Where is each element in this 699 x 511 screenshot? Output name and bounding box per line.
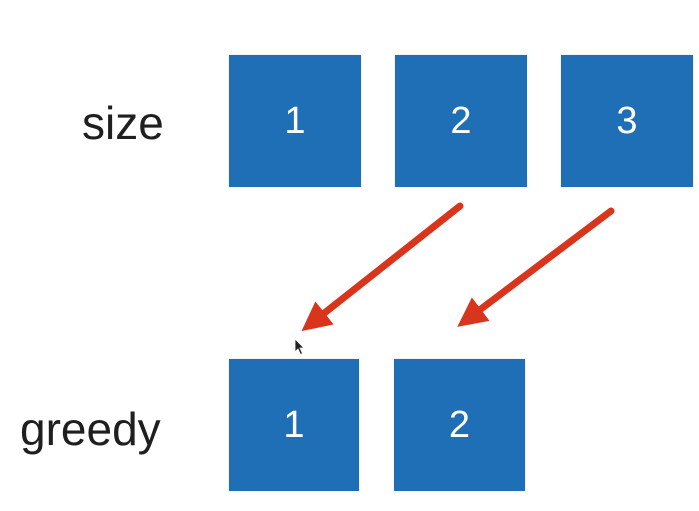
greedy-box-1: 1: [229, 359, 359, 491]
arrow-size3-to-greedy2: [457, 207, 615, 327]
row-label-greedy: greedy: [20, 403, 161, 455]
size-box-1: 1: [229, 55, 361, 187]
size-box-3: 3: [561, 55, 693, 187]
greedy-box-2: 2: [394, 359, 525, 491]
mouse-pointer-icon: [294, 338, 305, 356]
size-box-2: 2: [395, 55, 527, 187]
arrow-size2-to-greedy1: [301, 202, 464, 332]
row-label-size: size: [82, 97, 164, 149]
